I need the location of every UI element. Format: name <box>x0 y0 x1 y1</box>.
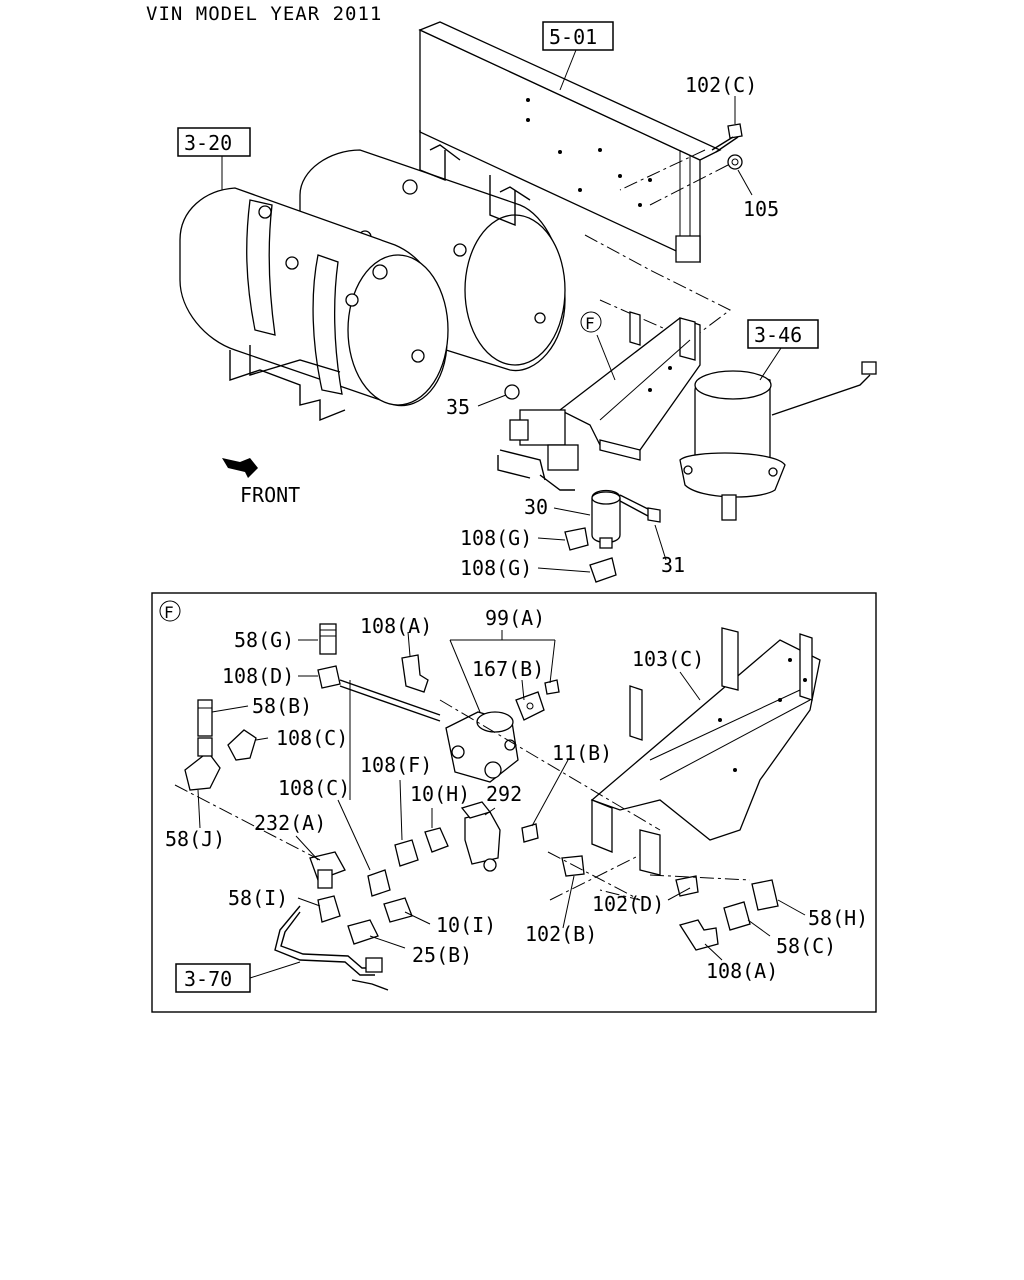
fitting-10h <box>424 827 449 853</box>
air-tubing <box>274 679 441 991</box>
callout-103c: 103(C) <box>632 647 704 671</box>
fitting-108c-mid <box>367 869 391 897</box>
callout-102c: 102(C) <box>685 73 757 97</box>
callout-30: 30 <box>524 495 548 519</box>
fitting-58j <box>184 737 221 791</box>
front-arrow-icon <box>222 458 258 478</box>
air-tank-front <box>179 187 449 407</box>
callout-f-upper: F <box>580 311 602 333</box>
callout-11b: 11(B) <box>552 741 612 765</box>
fitting-108d <box>317 665 341 689</box>
bolt-102d <box>675 875 699 897</box>
svg-text:F: F <box>164 603 174 622</box>
fitting-58h <box>751 879 779 911</box>
fitting-58g <box>319 623 337 655</box>
governor-30 <box>591 489 621 549</box>
callout-108c-1: 108(C) <box>276 726 348 750</box>
callout-99a: 99(A) <box>485 606 545 630</box>
fitting-108a-bottom <box>678 919 719 951</box>
callout-58i: 58(I) <box>228 886 288 910</box>
fitting-58b <box>197 699 213 737</box>
callout-232a: 232(A) <box>254 811 326 835</box>
callout-35: 35 <box>446 395 470 419</box>
fitting-108g-lower <box>589 557 617 583</box>
switch-25b <box>347 919 379 945</box>
fitting-108f <box>394 839 419 867</box>
page-title: VIN MODEL YEAR 2011 <box>146 3 382 25</box>
ref-box-5-01: 5-01 <box>542 21 614 51</box>
bolt-102b <box>561 855 585 877</box>
callout-167b: 167(B) <box>472 657 544 681</box>
bolt-11b <box>521 823 539 843</box>
fitting-58c <box>723 901 751 931</box>
svg-text:3-70: 3-70 <box>184 967 232 991</box>
mount-bracket-103c <box>590 627 821 876</box>
callout-108a-top: 108(A) <box>360 614 432 638</box>
solenoid-292 <box>460 801 501 872</box>
callout-108a-bottom: 108(A) <box>706 959 778 983</box>
bolt-31 <box>619 494 661 523</box>
callout-58g: 58(G) <box>234 628 294 652</box>
callout-102b: 102(B) <box>525 922 597 946</box>
callout-105: 105 <box>743 197 779 221</box>
callout-58h: 58(H) <box>808 906 868 930</box>
fitting-108a-top <box>401 654 429 693</box>
ref-box-3-46: 3-46 <box>747 319 819 349</box>
svg-text:3-46: 3-46 <box>754 323 802 347</box>
callout-108c-2: 108(C) <box>278 776 350 800</box>
callout-108g-2: 108(G) <box>460 556 532 580</box>
bolt-102c <box>711 123 743 153</box>
frame-rail <box>418 21 722 264</box>
nut-105 <box>727 154 743 170</box>
tank-brackets <box>229 130 531 422</box>
callout-58j: 58(J) <box>165 827 225 851</box>
mount-bracket-upper <box>558 311 701 461</box>
callout-25b: 25(B) <box>412 943 472 967</box>
ref-box-3-70: 3-70 <box>175 963 251 993</box>
callout-10h: 10(H) <box>410 782 470 806</box>
callout-292: 292 <box>486 782 522 806</box>
callout-108f: 108(F) <box>360 753 432 777</box>
callout-108g-1: 108(G) <box>460 526 532 550</box>
fitting-108c-left <box>227 729 257 761</box>
fitting-10i <box>383 897 413 923</box>
callout-108d: 108(D) <box>222 664 294 688</box>
svg-text:F: F <box>585 314 595 333</box>
ref-box-3-20: 3-20 <box>177 127 251 157</box>
callout-f-detail: F <box>159 600 181 622</box>
callout-10i: 10(I) <box>436 913 496 937</box>
svg-text:3-20: 3-20 <box>184 131 232 155</box>
bolt-99a <box>544 679 560 695</box>
valve-99a <box>445 711 519 783</box>
svg-text:5-01: 5-01 <box>549 25 597 49</box>
tee-58i <box>317 895 341 923</box>
detail-f-frame <box>151 592 877 1013</box>
callout-102d: 102(D) <box>592 892 664 916</box>
air-dryer <box>679 361 877 521</box>
callout-58c: 58(C) <box>776 934 836 958</box>
plate-167b <box>515 691 545 721</box>
callout-58b: 58(B) <box>252 694 312 718</box>
valve-cluster-upper <box>497 384 579 491</box>
front-label: FRONT <box>240 483 300 507</box>
fitting-108g-upper <box>564 527 589 551</box>
callout-31: 31 <box>661 553 685 577</box>
